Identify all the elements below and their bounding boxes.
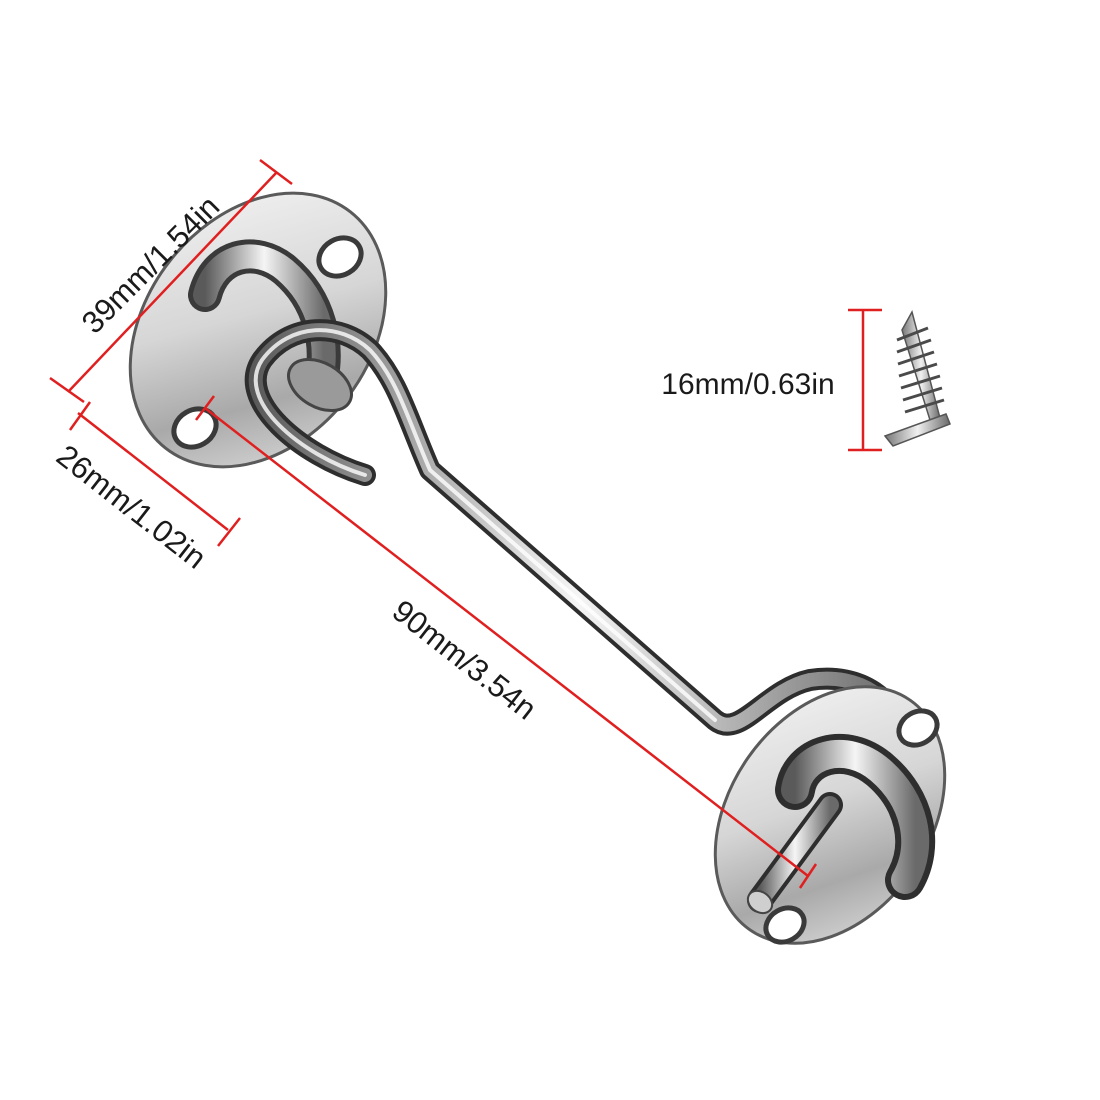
dimension-line-hook-length — [195, 395, 818, 889]
bottom-plate-hole-lower — [763, 905, 807, 945]
label-screw-length: 16mm/0.63in — [661, 368, 834, 401]
top-eye-staple — [188, 239, 353, 413]
dimension-line-plate-width — [68, 401, 241, 547]
dimension-line-plate-height — [49, 159, 293, 404]
wood-screw-icon — [883, 310, 951, 447]
hook-tip — [746, 792, 843, 915]
top-plate-hole-lower — [171, 406, 219, 450]
label-hook-length: 90mm/3.54n — [386, 593, 543, 727]
bottom-plate-hole-upper — [896, 708, 940, 748]
hook-rod — [244, 319, 911, 751]
top-mounting-plate — [128, 191, 388, 469]
bottom-eye-staple — [775, 734, 936, 900]
dimension-line-screw-length — [848, 308, 882, 452]
top-plate-hole-upper — [316, 235, 364, 279]
